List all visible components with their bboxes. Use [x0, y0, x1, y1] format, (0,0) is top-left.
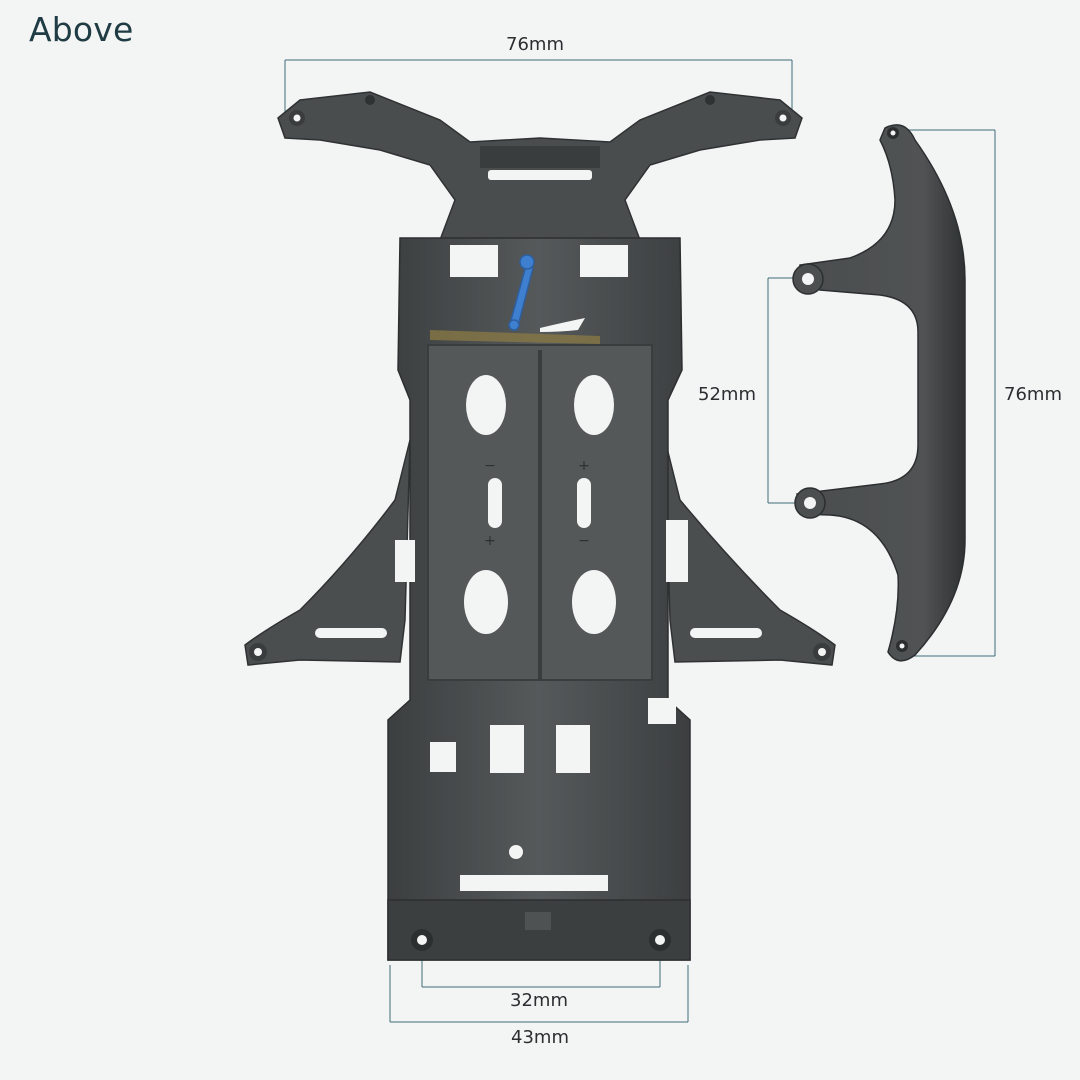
chassis: − + + − [244, 91, 836, 961]
polarity-right-top: + [578, 458, 590, 474]
chassis-right-wing [664, 439, 836, 666]
wing-slot-left [315, 628, 387, 638]
bay-cutout-3 [464, 570, 508, 634]
view-title: Above [29, 10, 134, 49]
rear-center-hole [509, 845, 523, 859]
side-stay [792, 124, 966, 662]
terminal-plate [430, 330, 600, 344]
polarity-left-top: − [484, 458, 496, 474]
bay-cutout-2 [574, 375, 614, 435]
bumper-slot [488, 170, 592, 180]
front-opening-right [580, 245, 628, 277]
rear-opening-left [490, 725, 524, 773]
dim-label-top-width: 76mm [506, 34, 564, 55]
bumper-center-block [480, 146, 600, 168]
dim-label-side-height: 76mm [1004, 384, 1062, 405]
bay-slot-2 [577, 478, 591, 528]
dim-label-rear-hole-spacing: 32mm [510, 990, 568, 1011]
side-opening-left [395, 540, 415, 582]
side-opening-right [666, 520, 688, 582]
side-stay-body [796, 124, 966, 662]
polarity-right-bottom: − [578, 533, 590, 549]
bay-cutout-4 [572, 570, 616, 634]
wing-slot-right [690, 628, 762, 638]
rear-slot [460, 875, 608, 891]
rear-opening-right [556, 725, 590, 773]
dimension-lines [284, 59, 996, 1023]
polarity-left-bottom: + [484, 533, 496, 549]
dim-label-hole-spacing: 52mm [698, 384, 756, 405]
bay-cutout-1 [466, 375, 506, 435]
bay-slot-1 [488, 478, 502, 528]
rear-notch-left [430, 742, 456, 772]
dim-label-rear-width: 43mm [511, 1027, 569, 1048]
rear-notch-right [648, 698, 676, 724]
chassis-left-wing [244, 439, 411, 666]
contact-cutout [540, 318, 585, 332]
front-opening-left [450, 245, 498, 277]
